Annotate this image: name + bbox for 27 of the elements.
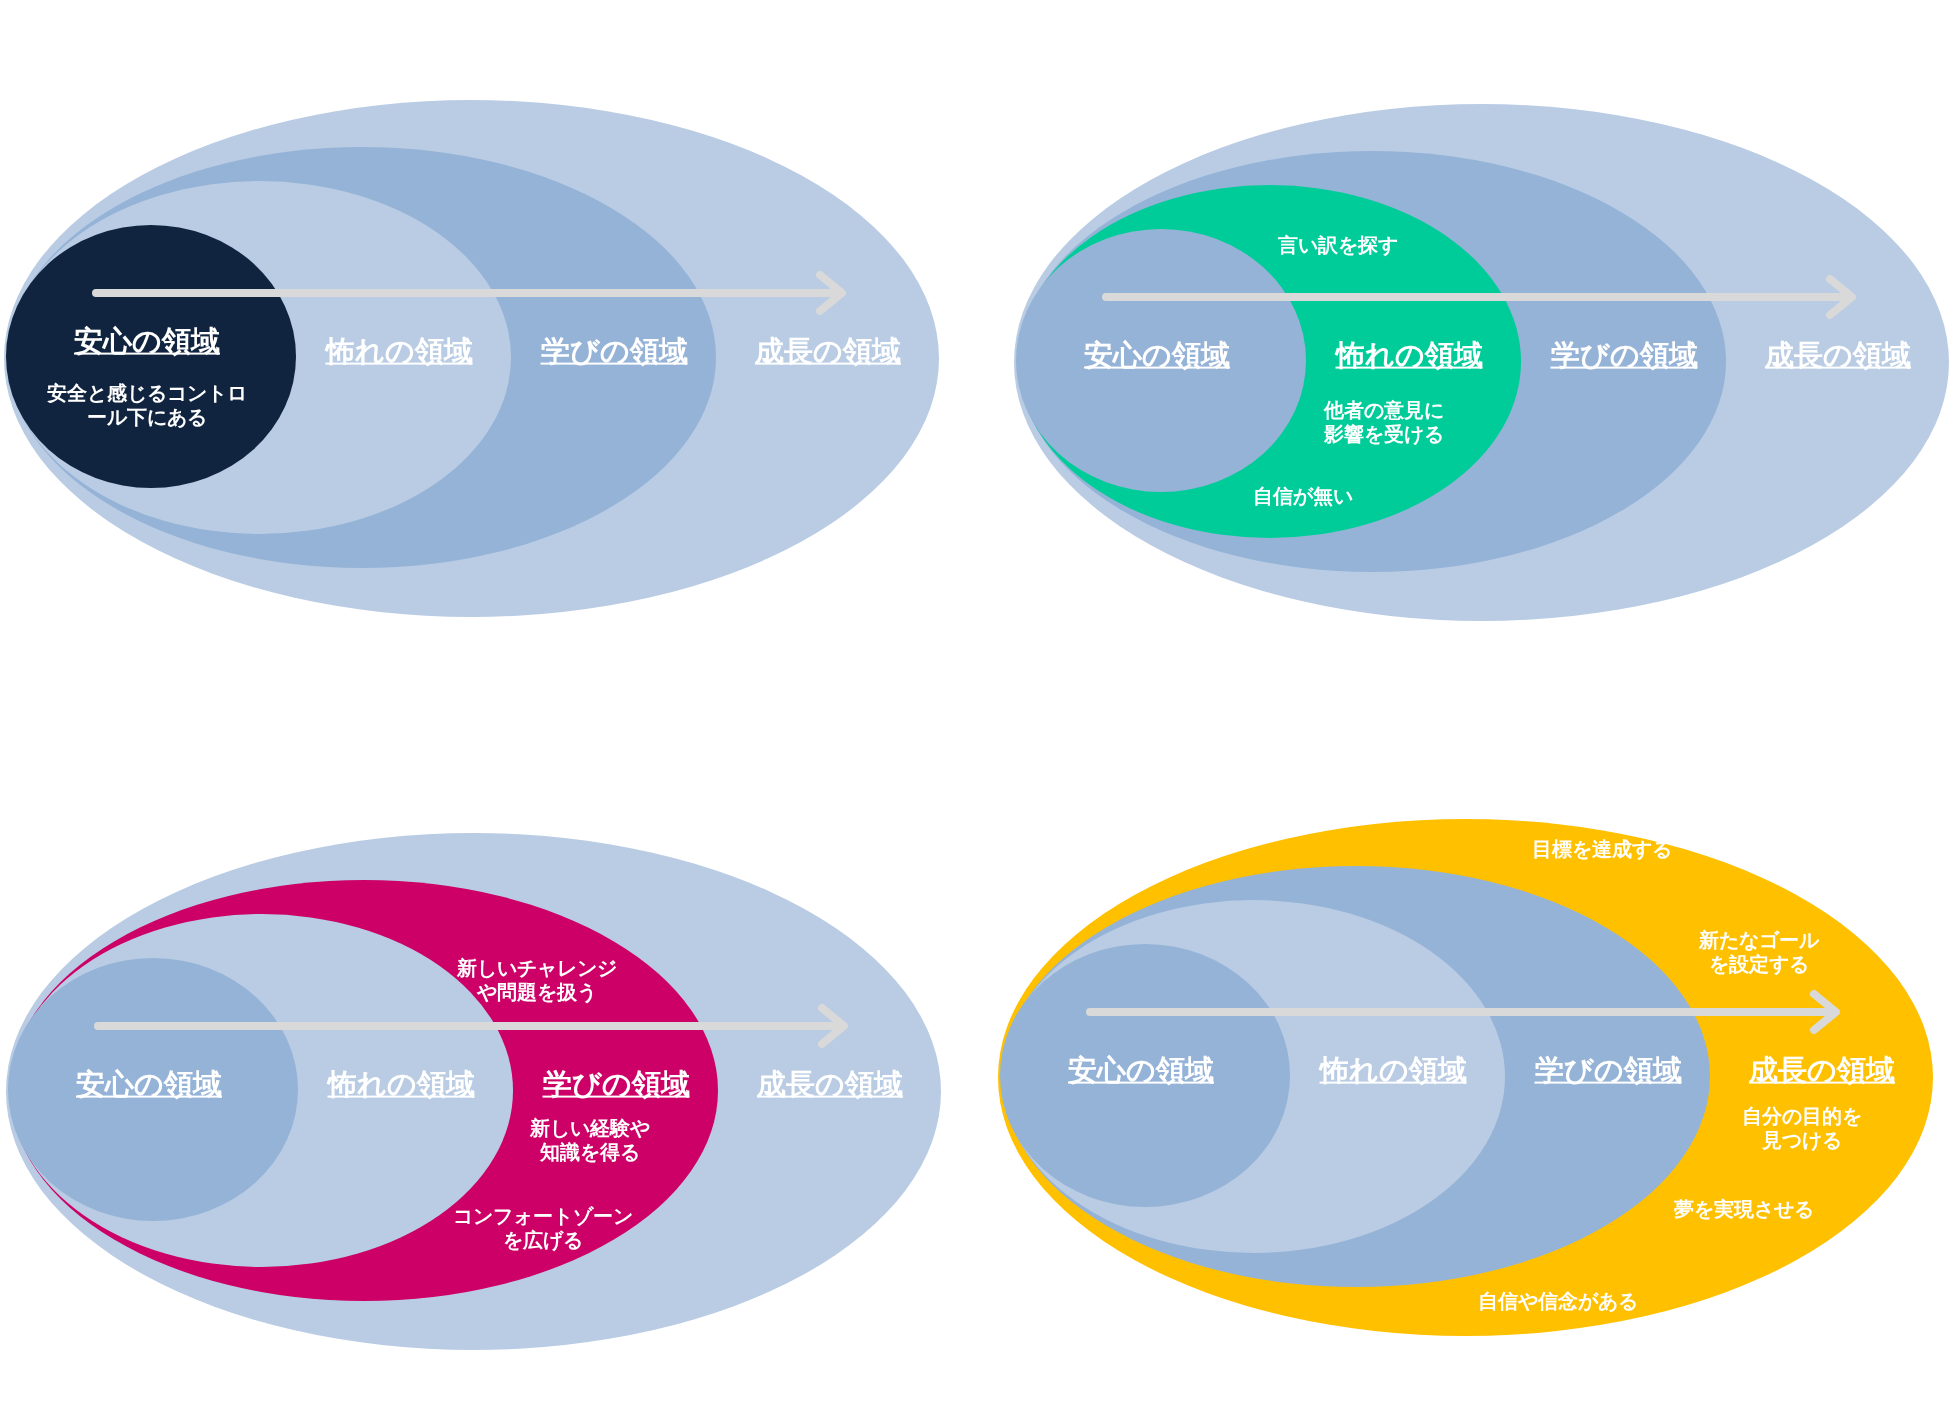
zone-heading: 学びの領域 bbox=[1534, 1052, 1682, 1088]
zone-note: 言い訳を探す bbox=[1278, 233, 1398, 257]
zone-note: 新たなゴールを設定する bbox=[1698, 928, 1821, 976]
zone-heading: 成長の領域 bbox=[757, 1066, 903, 1102]
zone-note: 夢を実現させる bbox=[1674, 1197, 1814, 1221]
zone-heading: 学びの領域 bbox=[1550, 337, 1698, 373]
zone-note: コンフォートゾーンを広げる bbox=[452, 1204, 634, 1252]
zone-heading: 学びの領域 bbox=[540, 333, 688, 369]
zone-note: 新しいチャレンジや問題を扱う bbox=[456, 956, 618, 1004]
zone-note: 安全と感じるコントロール下にある bbox=[46, 381, 248, 429]
zone-note: 自信が無い bbox=[1253, 484, 1353, 508]
zone-note: 自分の目的を見つける bbox=[1741, 1104, 1863, 1152]
zone-heading: 怖れの領域 bbox=[1335, 337, 1483, 373]
zone-heading: 安心の領域 bbox=[74, 323, 220, 359]
zone-heading: 怖れの領域 bbox=[327, 1066, 475, 1102]
zone-heading: 安心の領域 bbox=[76, 1066, 222, 1102]
zone-heading: 怖れの領域 bbox=[325, 333, 473, 369]
zone-heading: 怖れの領域 bbox=[1319, 1052, 1467, 1088]
zone-note: 他者の意見に影響を受ける bbox=[1323, 398, 1445, 446]
zone-heading: 学びの領域 bbox=[542, 1066, 690, 1102]
zone-heading: 成長の領域 bbox=[755, 333, 901, 369]
zone-heading: 安心の領域 bbox=[1068, 1052, 1214, 1088]
zone-note: 新しい経験や知識を得る bbox=[529, 1116, 651, 1164]
zone-note: 自信や信念がある bbox=[1478, 1289, 1638, 1313]
zone-heading: 成長の領域 bbox=[1749, 1052, 1895, 1088]
zone-heading: 成長の領域 bbox=[1765, 337, 1911, 373]
zone-heading: 安心の領域 bbox=[1084, 337, 1230, 373]
